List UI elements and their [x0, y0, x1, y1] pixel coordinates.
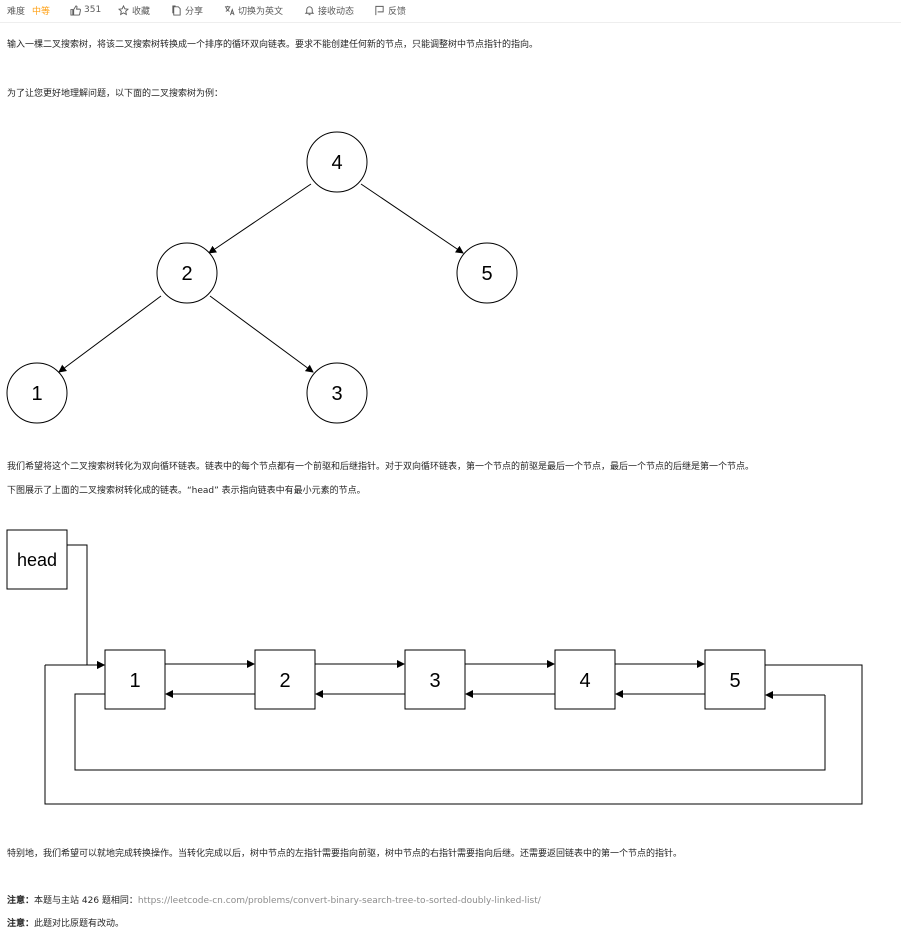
- tree-node: 5: [456, 242, 518, 304]
- figure-caption: 下图展示了上面的二叉搜索树转化成的链表。“head” 表示指向链表中有最小元素的…: [7, 486, 366, 496]
- share-icon: [172, 4, 181, 16]
- switch-language-label: 切换为英文: [238, 6, 284, 17]
- tree-edge: [58, 295, 162, 373]
- star-icon: [118, 4, 129, 15]
- feedback-label: 反馈: [388, 6, 407, 17]
- favorite-button[interactable]: 收藏: [118, 3, 150, 17]
- example-intro: 为了让您更好地理解问题，以下面的二叉搜索树为例：: [7, 89, 224, 99]
- list-node: 5: [704, 649, 766, 710]
- tree-edge: [209, 295, 314, 373]
- tree-node: 4: [306, 131, 368, 193]
- list-node-label: 1: [129, 670, 140, 692]
- list-node: 4: [554, 649, 616, 710]
- problem-intro: 输入一棵二叉搜索树，将该二叉搜索树转换成一个排序的循环双向链表。要求不能创建任何…: [7, 40, 539, 50]
- note-text: 本题与主站 426 题相同：: [34, 896, 138, 906]
- notifications-button[interactable]: 接收动态: [304, 3, 354, 17]
- difficulty-label: 难度: [7, 6, 26, 17]
- share-button[interactable]: 分享: [171, 3, 203, 17]
- translate-icon: [224, 5, 235, 15]
- inplace-description: 特别地，我们希望可以就地完成转换操作。当转化完成以后，树中节点的左指针需要指向前…: [7, 849, 683, 859]
- thumbs-up-icon: [70, 4, 81, 16]
- like-button[interactable]: 351: [70, 3, 101, 17]
- difficulty-value: 中等: [32, 6, 51, 17]
- tree-node-label: 5: [481, 263, 492, 285]
- head-label: head: [17, 550, 57, 570]
- problem-toolbar: 难度 中等 351 收藏 分享 切换为英文 接收动态 反馈: [0, 0, 901, 23]
- list-node: 3: [404, 649, 466, 710]
- tree-node: 1: [6, 362, 68, 424]
- tree-node: 2: [156, 242, 218, 304]
- tree-edge: [208, 183, 312, 254]
- bell-icon: [304, 5, 315, 15]
- likes-count: 351: [84, 5, 102, 15]
- tree-node: 3: [306, 362, 368, 424]
- tree-node-label: 2: [181, 263, 192, 285]
- favorite-label: 收藏: [132, 6, 151, 17]
- switch-language-button[interactable]: 切换为英文: [224, 3, 283, 17]
- note-label: 注意：: [7, 896, 35, 906]
- list-node-label: 4: [579, 670, 590, 692]
- note-text: 此题对比原题有改动。: [34, 919, 125, 929]
- list-node: 1: [104, 649, 166, 710]
- note-label: 注意：: [7, 919, 35, 929]
- tree-node-label: 3: [331, 383, 342, 405]
- tree-node-label: 4: [331, 152, 342, 174]
- list-node-label: 5: [729, 670, 740, 692]
- difficulty: 难度 中等: [7, 3, 50, 17]
- share-label: 分享: [185, 6, 204, 17]
- head-pointer: head: [6, 529, 68, 590]
- problem-link[interactable]: https://leetcode-cn.com/problems/convert…: [137, 896, 541, 906]
- list-node: 2: [254, 649, 316, 710]
- list-node-label: 2: [279, 670, 290, 692]
- tree-node-label: 1: [31, 383, 42, 405]
- feedback-button[interactable]: 反馈: [374, 3, 406, 17]
- transform-description: 我们希望将这个二叉搜索树转化为双向循环链表。链表中的每个节点都有一个前驱和后继指…: [7, 462, 755, 472]
- notifications-label: 接收动态: [318, 6, 355, 17]
- list-node-label: 3: [429, 670, 440, 692]
- bst-diagram: 4 2 5 1 3: [6, 131, 518, 424]
- flag-icon: [375, 5, 384, 15]
- linked-list-diagram: head 1 2 3 4 5: [6, 529, 863, 805]
- note-same-problem: 注意：本题与主站 426 题相同：https://leetcode-cn.com…: [7, 893, 541, 906]
- tree-edge: [360, 183, 464, 254]
- note-modified: 注意：此题对比原题有改动。: [7, 916, 124, 929]
